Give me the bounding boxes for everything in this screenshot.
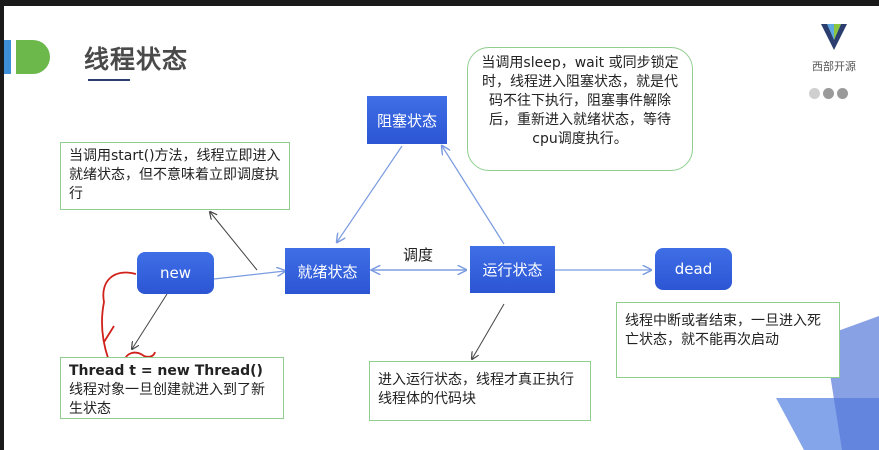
title-underline <box>88 79 130 81</box>
state-dead: dead <box>655 248 732 290</box>
arrow-new-to-runnable <box>213 271 285 280</box>
dot-icon <box>823 88 834 99</box>
logo-icon <box>821 24 847 50</box>
arrow-blocked-to-runnable <box>337 145 403 242</box>
arrow-new-to-new-note <box>132 293 168 349</box>
state-running: 运行状态 <box>470 246 555 293</box>
state-blocked-label: 阻塞状态 <box>376 111 437 130</box>
state-runnable: 就绪状态 <box>285 248 370 294</box>
dot-icon <box>809 88 820 99</box>
title-decoration <box>4 40 11 74</box>
state-blocked: 阻塞状态 <box>367 96 447 144</box>
note-running-text: 进入运行状态，线程才真正执行线程体的代码块 <box>378 372 574 407</box>
page-title: 线程状态 <box>84 45 189 74</box>
red-annotation <box>101 271 156 373</box>
page-dots <box>809 84 851 103</box>
state-running-label: 运行状态 <box>482 261 543 279</box>
note-dead: 线程中断或者结束，一旦进入死亡状态，就不能再次启动 <box>616 302 840 378</box>
note-new-code: Thread t = new Thread() <box>69 363 263 379</box>
note-running: 进入运行状态，线程才真正执行线程体的代码块 <box>369 361 591 421</box>
note-blocked: 当调用sleep，wait 或同步锁定时，线程进入阻塞状态，就是代码不往下执行，… <box>467 47 693 171</box>
note-start: 当调用start()方法，线程立即进入就绪状态，但不意味着立即调度执行 <box>60 142 290 210</box>
logo: 西部开源 <box>804 22 864 74</box>
arrow-running-to-running-note <box>472 303 505 359</box>
note-blocked-text: 当调用sleep，wait 或同步锁定时，线程进入阻塞状态，就是代码不往下执行，… <box>481 55 679 147</box>
note-new: Thread t = new Thread() 线程对象一旦创建就进入到了新生状… <box>60 357 284 419</box>
note-start-text: 当调用start()方法，线程立即进入就绪状态，但不意味着立即调度执行 <box>69 148 281 202</box>
dot-icon <box>837 88 848 99</box>
note-new-text: 线程对象一旦创建就进入到了新生状态 <box>69 382 265 417</box>
state-runnable-label: 就绪状态 <box>297 262 358 281</box>
logo-text: 西部开源 <box>812 60 856 73</box>
edge-label-schedule: 调度 <box>403 246 434 264</box>
arrow-runnable-to-start-note <box>210 212 258 271</box>
slide: 线程状态 西部开源 new 就绪状态 运行状态 <box>4 6 879 450</box>
arrow-running-to-blocked <box>442 146 505 245</box>
state-dead-label: dead <box>674 260 713 278</box>
state-new: new <box>137 252 214 294</box>
note-dead-text: 线程中断或者结束，一旦进入死亡状态，就不能再次启动 <box>625 313 821 348</box>
title-decoration-accent <box>16 40 50 74</box>
state-new-label: new <box>159 264 191 282</box>
